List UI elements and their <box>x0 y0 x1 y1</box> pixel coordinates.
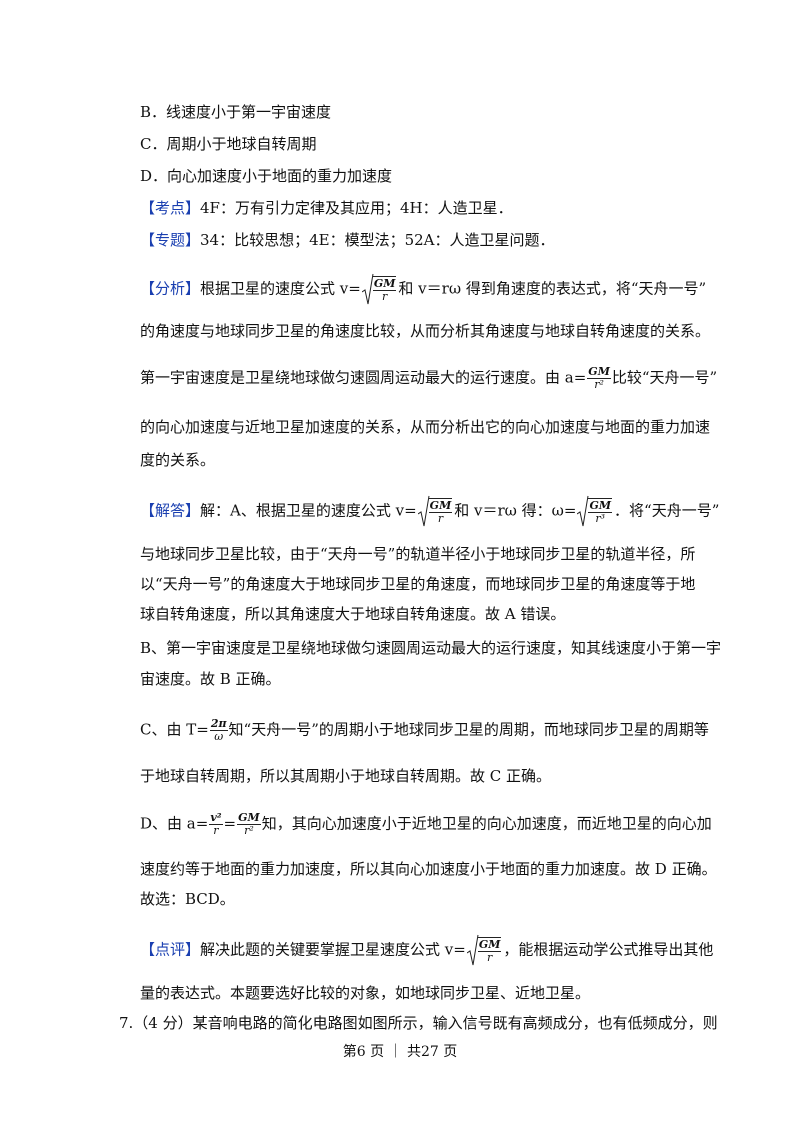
option-d: D．向心加速度小于地面的重力加速度 <box>140 167 393 185</box>
fenxi-text-3b: 比较“天舟一号” <box>611 368 718 387</box>
formula-num: GM <box>588 499 613 513</box>
jieda-text-d1b: = <box>223 814 237 833</box>
kaodian-text: 4F：万有引力定律及其应用；4H：人造卫星． <box>200 199 513 217</box>
fenxi-text-1b: 和 v＝rω 得到角速度的表达式，将“天舟一号” <box>398 279 707 298</box>
dianping-text-1b: ，能根据运动学公式推导出其他 <box>503 940 714 959</box>
formula-den: r² <box>244 824 254 837</box>
formula-num: GM <box>428 499 453 513</box>
formula-den: r <box>381 290 388 303</box>
jieda-line-3: 以“天舟一号”的角速度大于地球同步卫星的角速度，而地球同步卫星的角速度等于地 <box>140 575 696 593</box>
jieda-text-1b: 和 v＝rω 得：ω= <box>454 501 577 520</box>
zhuanti-tag: 【专题】 <box>140 231 201 249</box>
formula-den: r <box>437 512 444 525</box>
formula-num: GM <box>477 938 502 952</box>
jieda-text-1a: 解：A、根据卫星的速度公式 v= <box>200 501 417 520</box>
zhuanti-text: 34：比较思想；4E：模型法；52A：人造卫星问题． <box>200 231 555 249</box>
dianping-tag: 【点评】 <box>140 940 201 959</box>
jieda-text-d1a: D、由 a= <box>140 814 209 833</box>
formula-num: GM <box>587 365 611 379</box>
fenxi-line-4: 的向心加速度与近地卫星加速度的关系，从而分析出它的向心加速度与地面的重力加速 <box>140 418 711 436</box>
formula-den: r³ <box>595 512 606 525</box>
formula-num: 2π <box>209 717 228 731</box>
kaodian-tag: 【考点】 <box>140 199 201 217</box>
formula-num: v² <box>209 811 223 825</box>
page-footer: 第6 页 ｜ 共27 页 <box>342 1044 458 1060</box>
jieda-line-2: 与地球同步卫星比较，由于“天舟一号”的轨道半径小于地球同步卫星的轨道半径，所 <box>140 545 696 563</box>
option-c: C．周期小于地球自转周期 <box>140 135 317 153</box>
question-7: 7.（4 分）某音响电路的简化电路图如图所示，输入信号既有高频成分，也有低频成分… <box>119 1014 718 1032</box>
fenxi-text-3a: 第一宇宙速度是卫星绕地球做匀速圆周运动最大的运行速度。由 a= <box>140 368 587 387</box>
formula-den: ω <box>214 730 224 743</box>
formula-num: GM <box>237 811 261 825</box>
dianping-line-2: 量的表达式。本题要选好比较的对象，如地球同步卫星、近地卫星。 <box>140 984 591 1002</box>
jieda-text-c1a: C、由 T= <box>140 720 209 739</box>
jieda-line-c2: 于地球自转周期，所以其周期小于地球自转周期。故 C 正确。 <box>140 767 552 785</box>
jieda-text-c1b: 知“天舟一号”的周期小于地球同步卫星的周期，而地球同步卫星的周期等 <box>228 720 709 739</box>
kaodian-line: 【考点】4F：万有引力定律及其应用；4H：人造卫星． <box>140 197 513 219</box>
fenxi-text-1a: 根据卫星的速度公式 v= <box>200 279 361 298</box>
jieda-line-d2: 速度约等于地面的重力加速度，所以其向心加速度小于地面的重力加速度。故 D 正确。 <box>140 860 717 878</box>
jieda-line-b1: B、第一宇宙速度是卫星绕地球做匀速圆周运动最大的运行速度，知其线速度小于第一宇 <box>140 639 722 657</box>
formula-den: r <box>213 824 219 837</box>
jieda-tag: 【解答】 <box>140 501 201 520</box>
formula-den: r <box>486 951 493 964</box>
jieda-text-1c: ．将“天舟一号” <box>614 501 720 520</box>
dianping-text-1a: 解决此题的关键要掌握卫星速度公式 v= <box>200 940 466 959</box>
fenxi-tag: 【分析】 <box>140 279 201 298</box>
jieda-line-4: 球自转角速度，所以其角速度大于地球自转角速度。故 A 错误。 <box>140 605 566 623</box>
jieda-answer: 故选：BCD。 <box>140 890 235 908</box>
jieda-text-d1c: 知，其向心加速度小于近地卫星的向心加速度，而近地卫星的向心加 <box>261 814 712 833</box>
fenxi-line-5: 度的关系。 <box>140 451 216 469</box>
formula-num: GM <box>372 277 397 291</box>
fenxi-line-2: 的角速度与地球同步卫星的角速度比较，从而分析其角速度与地球自转角速度的关系。 <box>140 322 711 340</box>
formula-den: r² <box>594 378 604 391</box>
option-b: B．线速度小于第一宇宙速度 <box>140 103 332 121</box>
jieda-line-b2: 宙速度。故 B 正确。 <box>140 670 281 688</box>
zhuanti-line: 【专题】34：比较思想；4E：模型法；52A：人造卫星问题． <box>140 229 555 251</box>
